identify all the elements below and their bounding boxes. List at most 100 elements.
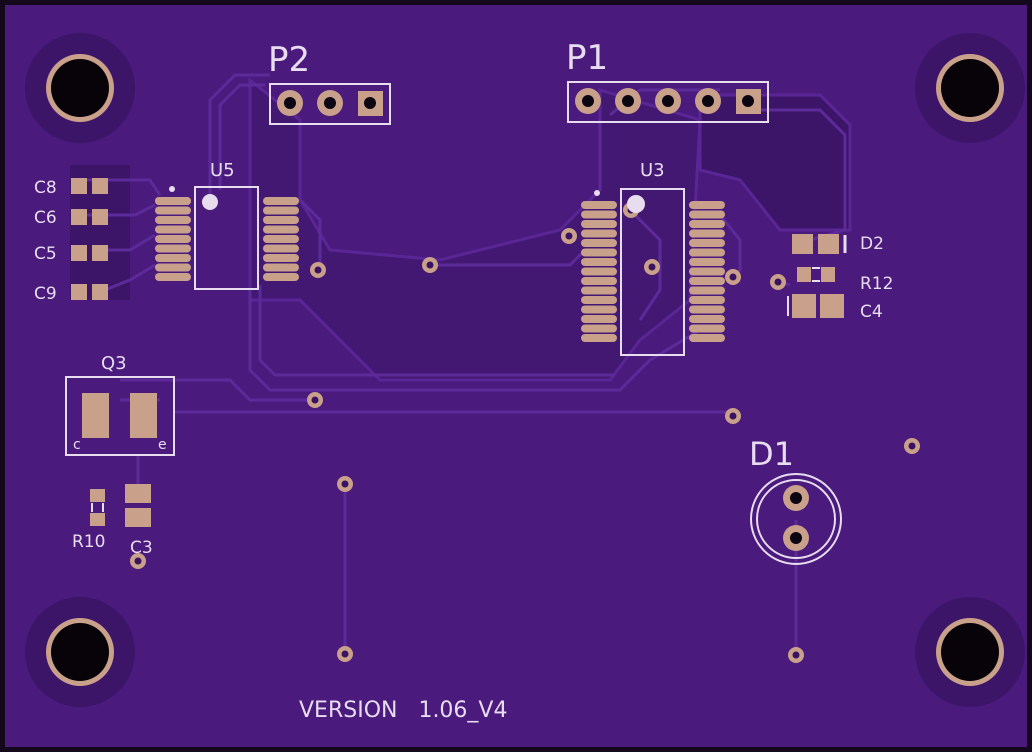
capacitor-c4: C4 (787, 294, 883, 322)
u3-pad (689, 286, 725, 295)
u3-pad (581, 296, 617, 304)
q3-pad-e (130, 393, 157, 438)
label-q3-e: e (158, 437, 167, 453)
q3-outline (65, 376, 175, 456)
label-c8: C8 (34, 178, 57, 198)
version-label: VERSION 1.06_V4 (299, 698, 507, 723)
u3-pad (581, 286, 617, 295)
connector-p1: P1 (566, 38, 769, 123)
u5-pad (155, 216, 191, 224)
u5-pad (263, 273, 299, 281)
label-c4: C4 (860, 302, 883, 322)
mounting-hole-bottom-left (25, 597, 135, 707)
via (725, 269, 741, 285)
u3-pad (581, 258, 617, 266)
u5-pin1-dot (202, 194, 218, 210)
copper-pour (70, 76, 852, 382)
label-d1: D1 (749, 435, 794, 473)
u3-pad (581, 229, 617, 238)
mounting-hole-bottom-right (915, 597, 1025, 707)
label-q3-c: c (73, 437, 81, 453)
u3-pad (689, 258, 725, 266)
u3-pad (581, 220, 617, 228)
u5-outline (194, 186, 259, 290)
u3-pad (689, 305, 725, 314)
via (904, 438, 920, 454)
u3-pad (689, 334, 725, 342)
u5-pad (263, 225, 299, 234)
u3-pad (581, 248, 617, 257)
p2-outline (269, 83, 391, 125)
u3-pad (689, 277, 725, 285)
capacitor-c6: C6 (34, 208, 108, 228)
u5-pad (263, 244, 299, 253)
p2-pins (277, 90, 383, 116)
u3-outline (620, 188, 685, 356)
u3-pad (581, 315, 617, 323)
via (422, 257, 438, 273)
via (310, 262, 326, 278)
u3-pad (689, 248, 725, 257)
via (337, 646, 353, 662)
mounting-hole-top-left (25, 33, 135, 143)
via (788, 647, 804, 663)
capacitor-c8: C8 (34, 178, 108, 198)
ic-u3: U3 (594, 160, 685, 356)
q3-pad-c (82, 393, 109, 438)
u3-pad (689, 239, 725, 247)
u5-pad (263, 216, 299, 224)
resistor-r10: R10 (72, 489, 105, 552)
vias (130, 202, 920, 663)
via (561, 228, 577, 244)
capacitors-left: C8 C6 C5 C9 (34, 178, 108, 304)
u5-pad (155, 197, 191, 205)
capacitor-c9: C9 (34, 284, 108, 304)
via (130, 553, 146, 569)
connector-p2: P2 (268, 40, 391, 125)
label-c9: C9 (34, 284, 57, 304)
u3-pad (689, 201, 725, 209)
label-c6: C6 (34, 208, 57, 228)
u3-pad (581, 267, 617, 276)
u3-pad (581, 334, 617, 342)
p1-outline (567, 81, 769, 123)
capacitor-c5: C5 (34, 244, 108, 264)
via (307, 392, 323, 408)
u5-pad (263, 254, 299, 262)
u5-pad (263, 197, 299, 205)
u3-pad (581, 324, 617, 333)
u5-pad (263, 206, 299, 215)
label-d2: D2 (860, 234, 884, 254)
led-d1: D1 (749, 435, 842, 565)
label-r10: R10 (72, 532, 105, 552)
via (725, 408, 741, 424)
u3-pad (689, 210, 725, 219)
u3-pin1-dot (627, 195, 645, 213)
u5-pad (155, 254, 191, 262)
u3-pad (689, 324, 725, 333)
via (644, 259, 660, 275)
label-u5: U5 (210, 160, 235, 181)
capacitor-c3: C3 (125, 484, 153, 558)
u3-pad (689, 267, 725, 276)
via (770, 274, 786, 290)
ic-pads (155, 197, 725, 342)
u5-pad (155, 273, 191, 281)
u5-pin1-marker (169, 186, 175, 192)
label-c5: C5 (34, 244, 57, 264)
u5-pad (155, 235, 191, 243)
d1-outline-inner (756, 479, 836, 559)
u3-pad (581, 239, 617, 247)
via (337, 476, 353, 492)
diode-d2: D2 (792, 234, 884, 254)
u3-pad (581, 305, 617, 314)
u3-pad (689, 229, 725, 238)
u5-pad (155, 244, 191, 253)
mounting-hole-top-right (915, 33, 1025, 143)
u3-pin1-marker (594, 190, 600, 196)
resistor-r12: R12 (797, 267, 893, 294)
u3-pad (581, 201, 617, 209)
u3-pad (581, 277, 617, 285)
u3-pad (689, 220, 725, 228)
